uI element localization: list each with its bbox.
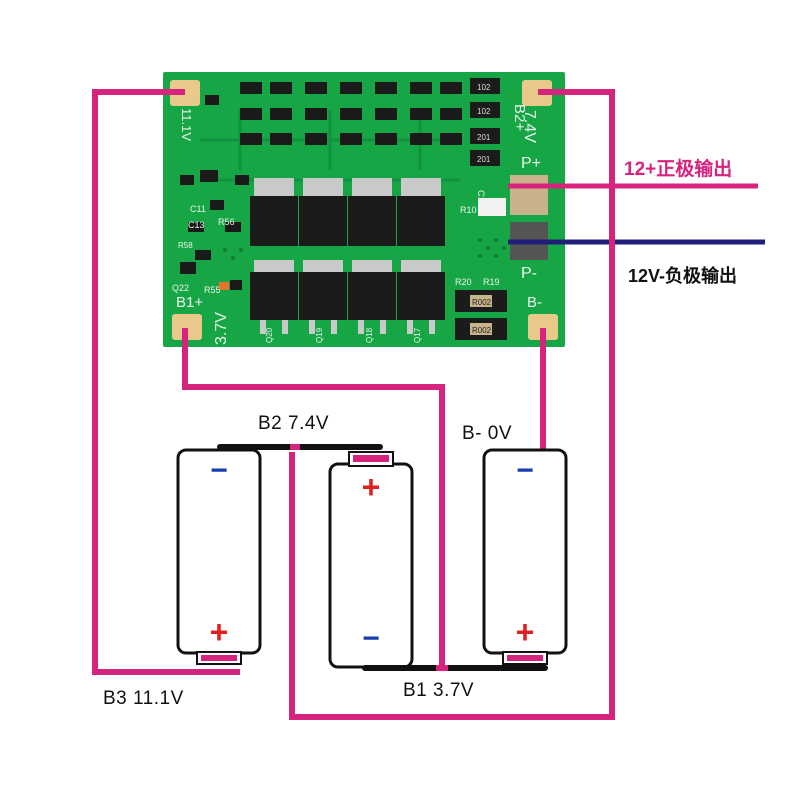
- p-plus-silkscreen: P+: [521, 155, 541, 172]
- right-bottom-plus: +: [516, 614, 535, 650]
- bms-pcb-board: B1+ 3.7V B2+ 7.4V 11.1V P+ P- B- R55 Q22…: [163, 72, 565, 347]
- negative-output-label: 12V-负极输出: [628, 266, 738, 286]
- b-minus-pad: [528, 314, 558, 340]
- battery-left: [176, 448, 262, 665]
- middle-bottom-minus: −: [362, 622, 380, 655]
- label-c12: C12: [476, 190, 486, 207]
- label-q22: Q22: [172, 283, 189, 293]
- label-c11: C11: [190, 204, 206, 214]
- b3-voltage-silkscreen: 11.1V: [179, 108, 194, 141]
- b-minus-voltage-label: B- 0V: [462, 423, 513, 444]
- left-bottom-plus: +: [210, 614, 229, 650]
- label-q19: Q19: [315, 327, 324, 343]
- battery-right: [482, 448, 568, 665]
- resistor-block-right: [470, 78, 500, 166]
- b3-wire: [92, 89, 240, 675]
- label-r10: R10: [460, 205, 477, 215]
- code-1: 102: [477, 83, 491, 92]
- code-5: R002: [472, 298, 492, 307]
- code-2: 102: [477, 107, 491, 116]
- label-r20: R20: [455, 277, 472, 287]
- label-q18: Q18: [365, 327, 374, 343]
- b1-voltage-silkscreen: 3.7V: [213, 312, 230, 345]
- top-ic-row: [240, 82, 462, 145]
- label-r19: R19: [483, 277, 500, 287]
- b1-pad: [172, 314, 202, 340]
- b2-voltage-silkscreen: 7.4V: [521, 110, 538, 143]
- b2-plus-silkscreen: B2+: [511, 104, 528, 131]
- label-r58: R58: [178, 241, 193, 250]
- right-top-minus: −: [516, 454, 534, 487]
- b2-voltage-label: B2 7.4V: [258, 413, 330, 434]
- shunt-resistors: [455, 290, 507, 340]
- b2-pad: [522, 80, 552, 106]
- b-minus-silkscreen: B-: [527, 294, 542, 311]
- b1-voltage-label: B1 3.7V: [403, 680, 475, 701]
- b2-wire: [289, 89, 615, 720]
- code-6: R002: [472, 326, 492, 335]
- pink-wires: [92, 89, 615, 720]
- mosfet-row-bottom: [250, 260, 445, 334]
- code-3: 201: [477, 133, 491, 142]
- label-r55: R55: [204, 285, 221, 295]
- label-r56: R56: [218, 217, 235, 227]
- mosfet-row-top: [250, 178, 445, 246]
- b1-plus-silkscreen: B1+: [176, 294, 203, 311]
- middle-top-plus: +: [362, 469, 381, 505]
- label-c13: C13: [188, 220, 205, 230]
- label-q17: Q17: [413, 327, 422, 343]
- b1-wire: [182, 328, 445, 670]
- label-q20: Q20: [265, 327, 274, 343]
- code-4: 201: [477, 155, 491, 164]
- p-minus-silkscreen: P-: [521, 265, 537, 282]
- b3-voltage-label: B3 11.1V: [103, 688, 184, 709]
- left-top-minus: −: [210, 454, 228, 487]
- polarity-symbols: − + + − − +: [210, 454, 535, 655]
- positive-output-label: 12+正极输出: [624, 159, 733, 180]
